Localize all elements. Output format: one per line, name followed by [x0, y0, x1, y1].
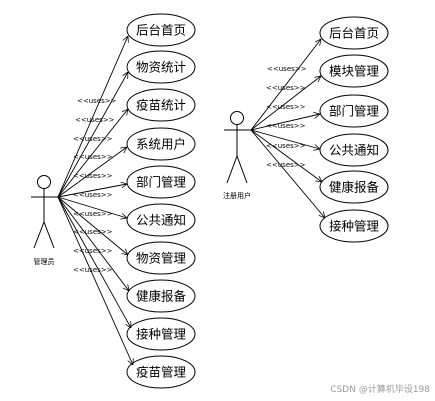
user-association-arrow — [250, 39, 321, 131]
user-association-arrow — [250, 129, 322, 182]
admin-use-case-label: 系统用户 — [136, 137, 186, 152]
user-use-case-label: 接种管理 — [329, 219, 380, 234]
admin-association-arrow — [57, 196, 129, 291]
user-use-case-label: 公共通知 — [329, 143, 379, 158]
user-use-case-label: 部门管理 — [329, 104, 380, 119]
admin-association-arrow — [57, 196, 131, 328]
admin-use-case: 公共通知 — [126, 203, 196, 237]
admin-use-case-label: 健康报备 — [136, 289, 187, 304]
user-association-arrow — [250, 76, 321, 131]
admin-association-arrow — [57, 196, 127, 218]
admin-actor: 管理员 — [31, 175, 58, 266]
admin-uses-label: <<uses>> — [73, 247, 113, 255]
user-use-cases: 后台首页 模块管理 部门管理 公共通知 健康报备 接种管理 — [319, 16, 389, 243]
user-use-case: 健康报备 — [319, 170, 389, 204]
admin-uses-label: <<uses>> — [73, 191, 113, 199]
admin-use-case-label: 物资管理 — [136, 251, 187, 266]
user-uses-label: <<uses>> — [267, 65, 307, 73]
user-uses-label: <<uses>> — [266, 122, 306, 130]
user-association-arrow — [250, 129, 325, 218]
user-uses-label: <<uses>> — [266, 84, 306, 92]
user-actor: 注册用户 — [223, 111, 251, 200]
user-use-case: 部门管理 — [319, 94, 389, 128]
user-use-case-label: 后台首页 — [329, 26, 379, 41]
user-actor-head — [230, 111, 244, 125]
admin-use-case: 疫苗统计 — [126, 88, 196, 122]
admin-uses-label: <<uses>> — [75, 116, 115, 124]
admin-actor-left-leg — [33, 221, 45, 249]
admin-use-case: 部门管理 — [126, 165, 196, 199]
admin-use-case-ellipse — [126, 203, 196, 237]
admin-association-arrow — [57, 147, 127, 198]
admin-use-case: 后台首页 — [126, 13, 196, 47]
user-actor-right-leg — [236, 155, 248, 184]
admin-uses-label: <<uses>> — [73, 266, 113, 274]
admin-use-case-ellipse — [126, 241, 196, 275]
user-association-arrow — [250, 114, 320, 131]
user-actor-left-leg — [226, 155, 238, 184]
admin-uses-label: <<uses>> — [73, 172, 113, 180]
user-use-case-ellipse — [319, 16, 389, 50]
user-associations — [250, 39, 325, 218]
admin-actor-label: 管理员 — [34, 257, 55, 266]
admin-use-case: 健康报备 — [126, 279, 196, 313]
user-use-case-ellipse — [319, 54, 389, 88]
user-use-case: 接种管理 — [319, 209, 389, 243]
user-use-case: 后台首页 — [319, 16, 389, 50]
admin-use-case-label: 疫苗统计 — [136, 98, 186, 113]
admin-actor-head — [37, 175, 51, 189]
user-use-case-ellipse — [319, 209, 389, 243]
user-use-case-label: 模块管理 — [329, 64, 380, 79]
admin-use-case-ellipse — [126, 279, 196, 313]
admin-use-case-label: 疫苗管理 — [136, 365, 187, 380]
admin-association-arrow — [57, 196, 128, 255]
user-use-case-label: 健康报备 — [329, 180, 380, 195]
admin-use-case-label: 公共通知 — [136, 213, 186, 228]
admin-use-case-label: 部门管理 — [136, 175, 187, 190]
admin-use-case-ellipse — [126, 355, 196, 389]
admin-use-case-ellipse — [126, 13, 196, 47]
watermark: CSDN @计算机毕设198 — [330, 383, 430, 395]
admin-association-arrow — [57, 184, 127, 198]
admin-uses-label: <<uses>> — [73, 153, 113, 161]
admin-association-arrow — [57, 36, 128, 198]
admin-use-case: 物资统计 — [126, 50, 196, 84]
admin-use-case-ellipse — [126, 88, 196, 122]
admin-actor-right-leg — [43, 221, 55, 249]
user-uses-label: <<uses>> — [266, 103, 306, 111]
user-use-case: 模块管理 — [319, 54, 389, 88]
admin-use-case: 接种管理 — [126, 317, 196, 351]
admin-association-arrow — [57, 196, 133, 365]
admin-use-case-ellipse — [126, 317, 196, 351]
user-uses-labels: <<uses>> <<uses>> <<uses>> <<uses>> <<us… — [266, 65, 307, 169]
user-use-case-ellipse — [319, 170, 389, 204]
admin-use-case-label: 后台首页 — [136, 23, 186, 38]
admin-use-case: 系统用户 — [126, 127, 196, 161]
admin-uses-labels: <<uses>> <<uses>> <<uses>> <<uses>> <<us… — [73, 97, 117, 274]
admin-association-arrow — [57, 109, 128, 198]
user-uses-label: <<uses>> — [266, 142, 306, 150]
admin-use-case-label: 物资统计 — [136, 60, 186, 75]
admin-use-cases: 后台首页 物资统计 疫苗统计 系统用户 部门管理 公共通知 物资管理 健康报备 — [126, 13, 196, 389]
admin-use-case-ellipse — [126, 50, 196, 84]
admin-associations — [57, 36, 133, 365]
admin-uses-label: <<uses>> — [73, 210, 113, 218]
admin-uses-label: <<uses>> — [77, 97, 117, 105]
admin-association-arrow — [57, 72, 128, 198]
user-use-case: 公共通知 — [319, 133, 389, 167]
admin-uses-label: <<uses>> — [73, 135, 113, 143]
admin-use-case-ellipse — [126, 127, 196, 161]
admin-uses-label: <<uses>> — [73, 228, 113, 236]
user-association-arrow — [250, 129, 320, 149]
admin-use-case: 物资管理 — [126, 241, 196, 275]
user-use-case-ellipse — [319, 94, 389, 128]
user-actor-label: 注册用户 — [223, 191, 251, 200]
admin-use-case: 疫苗管理 — [126, 355, 196, 389]
admin-use-case-label: 接种管理 — [136, 327, 187, 342]
user-uses-label: <<uses>> — [266, 161, 306, 169]
